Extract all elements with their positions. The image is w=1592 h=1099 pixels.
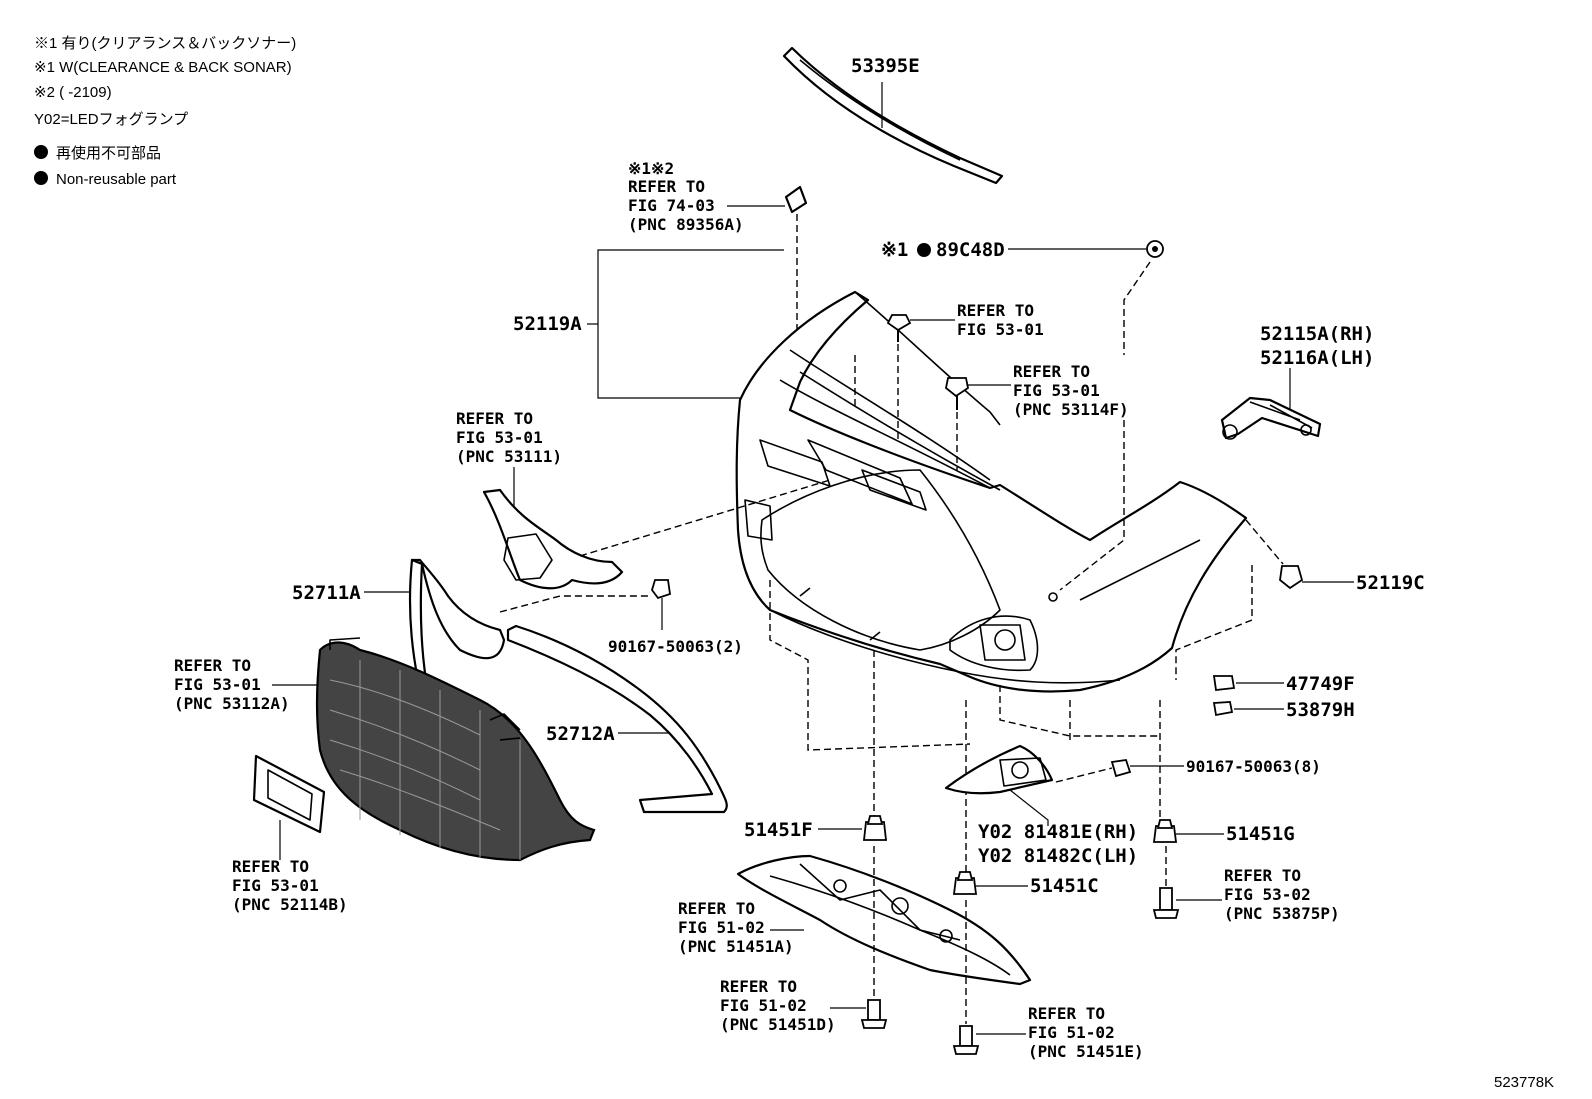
callout-ref-74-03: ※1※2 REFER TO FIG 74-03 (PNC 89356A) <box>628 159 808 380</box>
part-53111-upper-grille: REFER TO FIG 53-01 (PNC 53111) <box>456 409 831 590</box>
label-ref53112A-a: REFER TO <box>174 656 251 675</box>
label-ref53111-b: FIG 53-01 <box>456 428 543 447</box>
non-reusable-dot-icon <box>34 145 48 159</box>
callout-ref-53875P: REFER TO FIG 53-02 (PNC 53875P) <box>1152 846 1340 923</box>
part-81481E-81482C-fog-cover: Y02 81481E(RH) Y02 81482C(LH) <box>944 744 1138 867</box>
legend-line-5: 再使用不可部品 <box>56 145 161 162</box>
legend-line-3: ※2 ( -2109) <box>34 84 112 101</box>
label-ref7403-c: (PNC 89356A) <box>628 215 744 234</box>
label-89C48D-mark: ※1 <box>881 239 908 261</box>
legend-line-6: Non-reusable part <box>56 171 177 188</box>
label-ref53114F-c: (PNC 53114F) <box>1013 400 1129 419</box>
legend: ※1 有り(クリアランス＆バックソナー) ※1 W(CLEARANCE & BA… <box>34 35 296 188</box>
label-81482C: Y02 81482C(LH) <box>978 845 1138 867</box>
callout-53879H: 53879H <box>1212 699 1355 721</box>
part-53395E-molding: 53395E <box>782 46 1004 185</box>
callout-52119A: 52119A <box>513 249 784 399</box>
label-ref53111-a: REFER TO <box>456 409 533 428</box>
drawing-code: 523778K <box>1494 1074 1554 1091</box>
callout-ref-53114F: REFER TO FIG 53-01 (PNC 53114F) <box>945 362 1129 591</box>
label-ref51451A-c: (PNC 51451A) <box>678 937 794 956</box>
callout-89C48D: ※1 89C48D <box>881 239 1164 355</box>
part-52119A-bumper-cover <box>735 290 1248 693</box>
label-52711A: 52711A <box>292 582 361 604</box>
label-ref51451D-b: FIG 51-02 <box>720 996 807 1015</box>
non-reusable-dot-icon <box>34 171 48 185</box>
label-ref51451E-c: (PNC 51451E) <box>1028 1042 1144 1061</box>
label-ref53112A-b: FIG 53-01 <box>174 675 261 694</box>
label-ref51451A-b: FIG 51-02 <box>678 918 765 937</box>
non-reusable-dot-icon <box>917 243 931 257</box>
label-52119C: 52119C <box>1356 572 1425 594</box>
callout-51451C: 51451C <box>952 871 1099 897</box>
part-52114B-plate-bracket: REFER TO FIG 53-01 (PNC 52114B) <box>232 754 348 914</box>
label-ref53875P-b: FIG 53-02 <box>1224 885 1311 904</box>
label-ref53114F-a: REFER TO <box>1013 362 1090 381</box>
callout-ref-51451E: REFER TO FIG 51-02 (PNC 51451E) <box>952 900 1144 1061</box>
label-52115A: 52115A(RH) <box>1260 323 1374 345</box>
label-ref52114B-b: FIG 53-01 <box>232 876 319 895</box>
label-52712A: 52712A <box>546 723 615 745</box>
part-52711A-molding: 52711A <box>292 558 650 682</box>
part-52115A-52116A-brackets: 52115A(RH) 52116A(LH) <box>1220 323 1374 440</box>
part-52712A-molding: 52712A <box>506 624 728 814</box>
label-ref51451E-a: REFER TO <box>1028 1004 1105 1023</box>
callout-90167-50063-2: 90167-50063(2) <box>608 579 743 656</box>
label-ref52114B-c: (PNC 52114B) <box>232 895 348 914</box>
callout-52119C: 52119C <box>1245 519 1425 594</box>
label-ref51451D-a: REFER TO <box>720 977 797 996</box>
label-51451G: 51451G <box>1226 823 1295 845</box>
label-ref51451A-a: REFER TO <box>678 899 755 918</box>
label-ref53875P-c: (PNC 53875P) <box>1224 904 1340 923</box>
label-53879H: 53879H <box>1286 699 1355 721</box>
label-51451F: 51451F <box>744 819 813 841</box>
label-ref53875P-a: REFER TO <box>1224 866 1301 885</box>
label-ref7403-b: FIG 74-03 <box>628 196 715 215</box>
label-ref5301-top-b: FIG 53-01 <box>957 320 1044 339</box>
callout-90167-50063-8: 90167-50063(8) <box>1110 757 1321 778</box>
label-ref53114F-b: FIG 53-01 <box>1013 381 1100 400</box>
callout-47749F: 47749F <box>1212 673 1355 695</box>
label-90167-2: 90167-50063(2) <box>608 637 743 656</box>
label-53395E: 53395E <box>851 55 920 77</box>
label-ref53112A-c: (PNC 53112A) <box>174 694 290 713</box>
label-ref7403-mark: ※1※2 <box>628 159 674 178</box>
label-89C48D: 89C48D <box>936 239 1005 261</box>
label-52116A: 52116A(LH) <box>1260 347 1374 369</box>
label-ref5301-top-a: REFER TO <box>957 301 1034 320</box>
label-52119A: 52119A <box>513 313 582 335</box>
label-90167-8: 90167-50063(8) <box>1186 757 1321 776</box>
label-ref51451D-c: (PNC 51451D) <box>720 1015 836 1034</box>
legend-line-2: ※1 W(CLEARANCE & BACK SONAR) <box>34 59 292 76</box>
label-ref52114B-a: REFER TO <box>232 857 309 876</box>
callout-51451F: 51451F <box>744 815 888 841</box>
label-47749F: 47749F <box>1286 673 1355 695</box>
part-53112A-grille: REFER TO FIG 53-01 (PNC 53112A) <box>174 637 596 862</box>
label-81481E: Y02 81481E(RH) <box>978 821 1138 843</box>
legend-line-1: ※1 有り(クリアランス＆バックソナー) <box>34 35 296 52</box>
callout-ref-51451D: REFER TO FIG 51-02 (PNC 51451D) <box>720 846 888 1034</box>
callout-51451G: 51451G <box>1152 819 1295 845</box>
part-51451A-under-cover: REFER TO FIG 51-02 (PNC 51451A) <box>678 854 1032 986</box>
legend-line-4: Y02=LEDフォグランプ <box>34 111 188 128</box>
label-ref7403-a: REFER TO <box>628 177 705 196</box>
callout-ref-53-01-top: REFER TO FIG 53-01 <box>854 301 1044 440</box>
label-ref53111-c: (PNC 53111) <box>456 447 562 466</box>
label-51451C: 51451C <box>1030 875 1099 897</box>
label-ref51451E-b: FIG 51-02 <box>1028 1023 1115 1042</box>
